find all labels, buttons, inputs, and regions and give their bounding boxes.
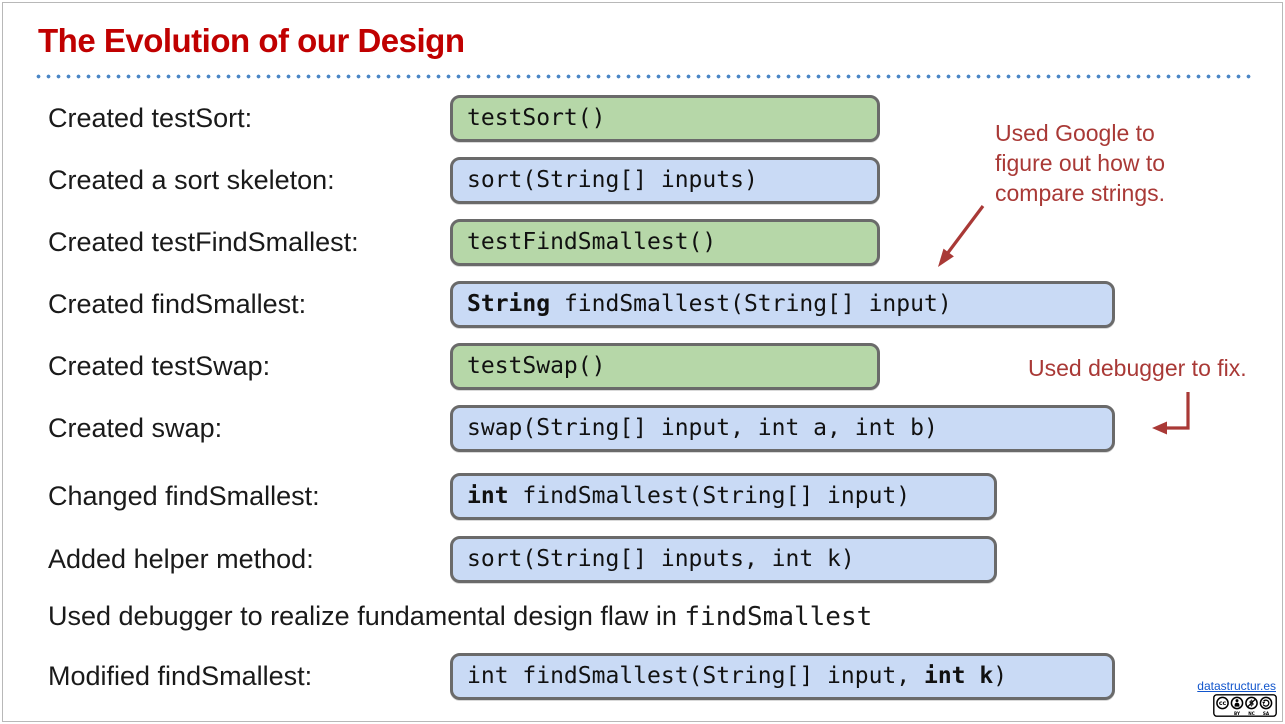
- svg-text:cc: cc: [1219, 700, 1227, 707]
- debugger-arrow-icon: [1152, 392, 1190, 435]
- code-text: testFindSmallest(): [467, 229, 717, 255]
- code-box-sort-helper: sort(String[] inputs, int k): [450, 536, 997, 583]
- code-text: testSort(): [467, 105, 606, 131]
- code-box-swap: swap(String[] input, int a, int b): [450, 405, 1115, 452]
- svg-text:NC: NC: [1248, 711, 1255, 716]
- cc-nc-icon: $ NC: [1245, 696, 1258, 716]
- flaw-statement-code: findSmallest: [684, 602, 873, 632]
- code-box-findsmallest-modified: int findSmallest(String[] input, int k): [450, 653, 1115, 700]
- dotted-divider: [36, 74, 1251, 79]
- code-text: swap(String[] input, int a, int b): [467, 415, 938, 441]
- google-annotation: Used Google to figure out how to compare…: [995, 120, 1166, 206]
- page-title: The Evolution of our Design: [38, 22, 465, 59]
- row-label-added-helper: Added helper method:: [48, 544, 314, 574]
- row-label-created-swap: Created swap:: [48, 413, 223, 443]
- cc-by-icon: BY: [1230, 696, 1244, 716]
- code-text: findSmallest(String[] input): [508, 483, 911, 509]
- svg-text:SA: SA: [1263, 711, 1270, 716]
- row-label-changed-findsmallest: Changed findSmallest:: [48, 481, 320, 511]
- cc-sa-icon: SA: [1259, 696, 1273, 716]
- code-box-sort: sort(String[] inputs): [450, 157, 880, 204]
- code-text: sort(String[] inputs): [467, 167, 758, 193]
- code-text: int findSmallest(String[] input,: [467, 663, 924, 689]
- code-box-testswap: testSwap(): [450, 343, 880, 390]
- code-box-testsort: testSort(): [450, 95, 880, 142]
- flaw-statement-text: Used debugger to realize fundamental des…: [48, 601, 685, 631]
- code-box-testfindsmallest: testFindSmallest(): [450, 219, 880, 266]
- row-label-created-testswap: Created testSwap:: [48, 351, 271, 381]
- svg-text:BY: BY: [1234, 711, 1241, 716]
- code-box-findsmallest-string: String findSmallest(String[] input): [450, 281, 1115, 328]
- row-label-created-testsort: Created testSort:: [48, 103, 253, 133]
- row-label-modified-findsmallest: Modified findSmallest:: [48, 661, 313, 691]
- code-bold: String: [467, 291, 551, 317]
- code-text: ): [993, 663, 1008, 689]
- cc-icon: cc: [1216, 696, 1229, 710]
- code-text: testSwap(): [467, 353, 606, 379]
- cc-by-nc-sa-badge: cc BY $ NC SA: [1213, 694, 1277, 717]
- datastructures-link[interactable]: datastructur.es: [1197, 679, 1276, 693]
- google-arrow-icon: [938, 205, 985, 267]
- row-label-created-testfindsmallest: Created testFindSmallest:: [48, 227, 359, 257]
- code-text: sort(String[] inputs, int k): [467, 546, 855, 572]
- code-box-findsmallest-int: int findSmallest(String[] input): [450, 473, 997, 520]
- row-label-sort-skeleton: Created a sort skeleton:: [48, 165, 335, 195]
- code-bold: int k: [923, 663, 994, 689]
- row-label-created-findsmallest: Created findSmallest:: [48, 289, 307, 319]
- flaw-statement: Used debugger to realize fundamental des…: [48, 601, 872, 632]
- code-bold: int: [467, 483, 509, 509]
- debugger-annotation: Used debugger to fix.: [1028, 355, 1247, 381]
- code-text: findSmallest(String[] input): [550, 291, 952, 317]
